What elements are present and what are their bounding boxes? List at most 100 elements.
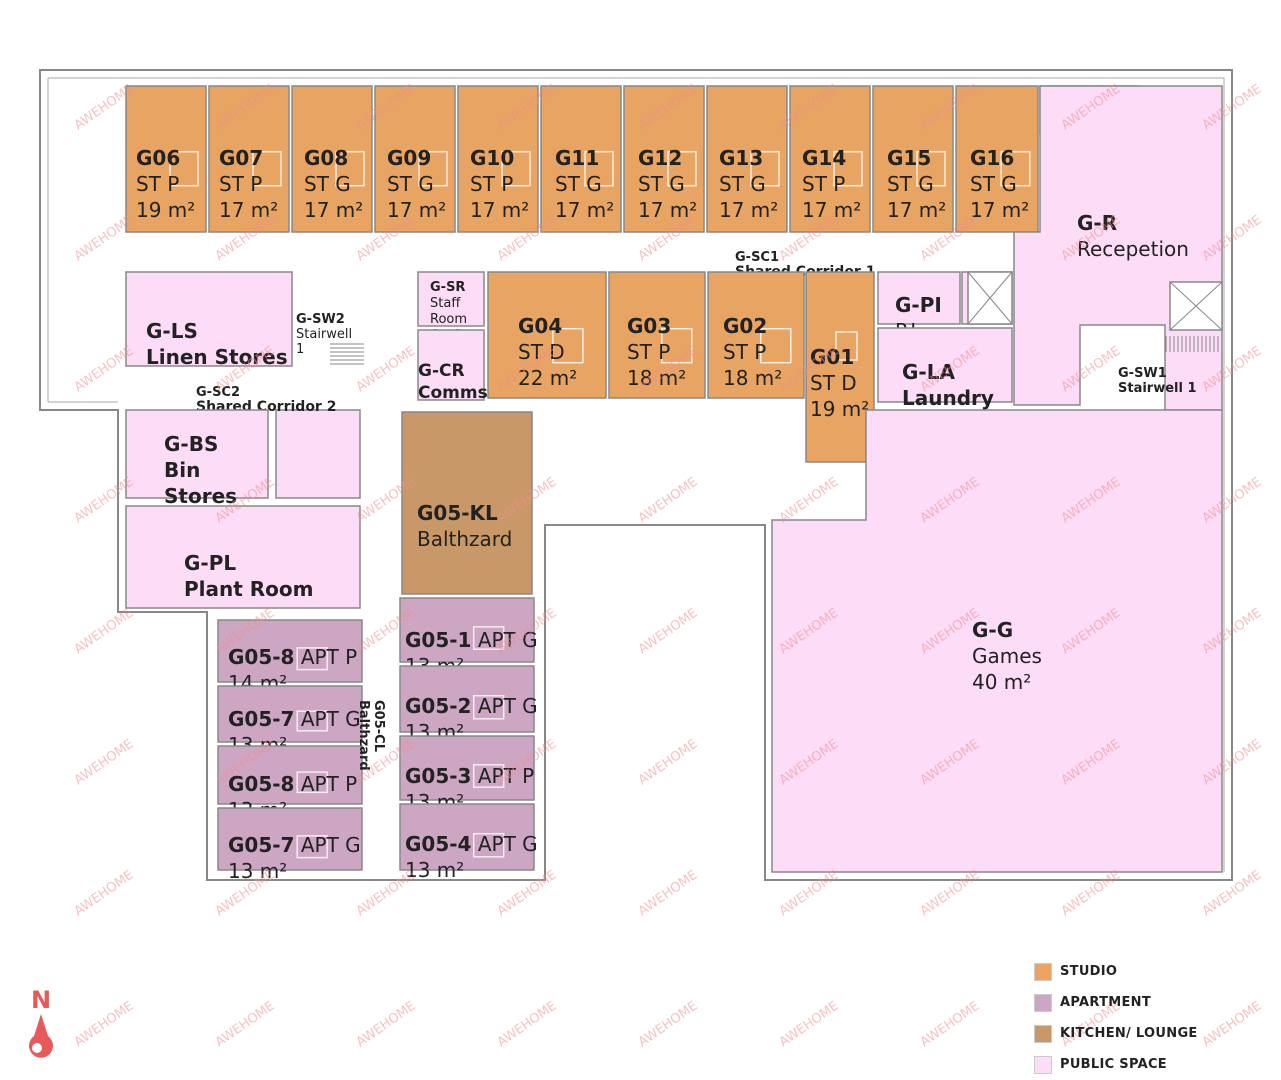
room-shape bbox=[955, 85, 1039, 233]
legend-swatch bbox=[1034, 1055, 1052, 1074]
watermark-text: AWEHOME bbox=[72, 606, 137, 658]
room-shape bbox=[125, 409, 269, 499]
north-arrow-icon: N bbox=[20, 984, 60, 1068]
room-shape bbox=[877, 327, 1013, 403]
room-shape bbox=[487, 271, 607, 399]
room-shape bbox=[771, 409, 1223, 873]
watermark-text: AWEHOME bbox=[72, 868, 137, 920]
legend-swatch bbox=[1034, 962, 1052, 981]
room-shape bbox=[707, 271, 805, 399]
legend-item-apartment: APARTMENT bbox=[1034, 987, 1274, 1018]
watermark-text: AWEHOME bbox=[918, 999, 983, 1051]
room-shape bbox=[623, 85, 705, 233]
room-shape bbox=[374, 85, 456, 233]
legend-label: KITCHEN/ LOUNGE bbox=[1060, 1026, 1198, 1041]
room-shape bbox=[540, 85, 622, 233]
room-shape bbox=[125, 505, 361, 609]
stairwell-1-icon bbox=[1165, 336, 1219, 352]
legend-item-public: PUBLIC SPACE bbox=[1034, 1049, 1274, 1080]
room-shape bbox=[706, 85, 788, 233]
watermark-text: AWEHOME bbox=[636, 737, 701, 789]
room-shape bbox=[399, 665, 535, 733]
legend-swatch bbox=[1034, 993, 1052, 1012]
legend-label: APARTMENT bbox=[1060, 995, 1152, 1010]
room-shape bbox=[217, 685, 363, 743]
legend-label: PUBLIC SPACE bbox=[1060, 1057, 1167, 1072]
room-shape bbox=[217, 807, 363, 871]
room-shape bbox=[401, 411, 533, 595]
room-shape bbox=[125, 85, 207, 233]
watermark-text: AWEHOME bbox=[636, 868, 701, 920]
watermark-text: AWEHOME bbox=[354, 999, 419, 1051]
legend-item-kitchen: KITCHEN/ LOUNGE bbox=[1034, 1018, 1274, 1049]
room-g05-cl: G05-CLBalthzard bbox=[356, 700, 386, 771]
watermark-text: AWEHOME bbox=[636, 999, 701, 1051]
room-shape bbox=[872, 85, 954, 233]
room-shape bbox=[608, 271, 706, 399]
watermark-text: AWEHOME bbox=[72, 999, 137, 1051]
legend-swatch bbox=[1034, 1024, 1052, 1043]
room-shape bbox=[399, 735, 535, 801]
legend-item-studio: STUDIO bbox=[1034, 956, 1274, 987]
room-shape bbox=[208, 85, 290, 233]
room-label: G05-CLBalthzard bbox=[356, 700, 386, 771]
room-shape bbox=[457, 85, 539, 233]
room-shape bbox=[877, 271, 961, 325]
stairwell-2-icon bbox=[330, 343, 364, 365]
lift-icon bbox=[967, 271, 1013, 325]
watermark-text: AWEHOME bbox=[777, 999, 842, 1051]
watermark-text: AWEHOME bbox=[495, 999, 560, 1051]
room-shape bbox=[399, 803, 535, 871]
room-shape bbox=[789, 85, 871, 233]
legend-label: STUDIO bbox=[1060, 964, 1118, 979]
north-label: N bbox=[31, 986, 51, 1014]
watermark-text: AWEHOME bbox=[72, 737, 137, 789]
room-shape bbox=[217, 745, 363, 805]
watermark-text: AWEHOME bbox=[213, 999, 278, 1051]
